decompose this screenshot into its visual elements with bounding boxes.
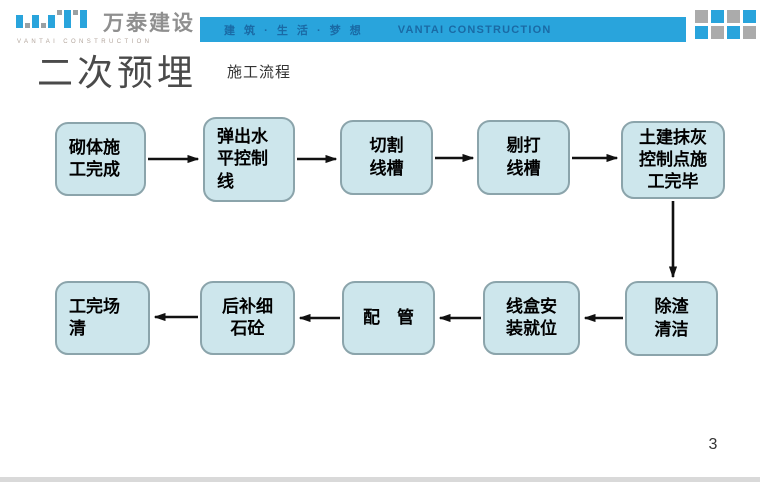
- decor-square: [727, 26, 740, 39]
- header-banner: 建 筑 · 生 活 · 梦 想 VANTAI CONSTRUCTION: [200, 17, 686, 42]
- page-subtitle: 施工流程: [227, 64, 292, 81]
- flow-step-install-conduit: 配 管: [342, 281, 435, 355]
- flow-step-label: 切割 线槽: [369, 136, 404, 178]
- flow-step-cut-groove: 切割 线槽: [340, 120, 433, 195]
- banner-company: VANTAI CONSTRUCTION: [397, 23, 552, 36]
- flow-step-label: 土建抹灰 控制点施 工完毕: [639, 127, 707, 192]
- decor-square: [743, 26, 756, 39]
- page-title: 二次预埋: [37, 52, 198, 93]
- flow-step-chisel-groove: 剔打 线槽: [477, 120, 570, 195]
- decor-square: [695, 10, 708, 23]
- flow-step-debris-cleaning: 除渣 清洁: [625, 281, 718, 356]
- wantai-logo-icon: [14, 7, 96, 36]
- flow-step-junction-box-placement: 线盒安 装就位: [483, 281, 580, 355]
- flow-step-label: 后补细 石砼: [222, 296, 273, 338]
- flow-step-label: 线盒安 装就位: [506, 296, 557, 338]
- flow-step-label: 配 管: [363, 307, 414, 327]
- company-name: 万泰建设: [103, 12, 195, 35]
- page-number: 3: [708, 436, 718, 453]
- decor-square: [711, 26, 724, 39]
- company-subtext: VANTAI CONSTRUCTION: [17, 39, 153, 45]
- decor-square: [727, 10, 740, 23]
- banner-slogan: 建 筑 · 生 活 · 梦 想: [224, 24, 364, 37]
- flow-step-label: 砌体施 工完成: [69, 137, 120, 179]
- flow-step-snap-control-line: 弹出水 平控制 线: [203, 117, 295, 202]
- decor-square: [743, 10, 756, 23]
- decor-square: [695, 26, 708, 39]
- decor-square: [711, 10, 724, 23]
- flow-step-label: 除渣 清洁: [654, 297, 689, 339]
- footer-bar: [0, 477, 760, 482]
- flow-step-patch-concrete: 后补细 石砼: [200, 281, 295, 355]
- flow-step-site-cleanup: 工完场 清: [55, 281, 150, 355]
- flow-step-masonry-complete: 砌体施 工完成: [55, 122, 146, 196]
- decor-square-grid: [695, 10, 756, 39]
- flow-step-label: 剔打 线槽: [506, 136, 541, 178]
- flow-step-label: 工完场 清: [69, 296, 120, 338]
- wantai-logo: 万泰建设 VANTAI CONSTRUCTION: [14, 7, 195, 45]
- flow-step-plaster-control-done: 土建抹灰 控制点施 工完毕: [621, 121, 725, 199]
- flow-step-label: 弹出水 平控制 线: [217, 127, 268, 191]
